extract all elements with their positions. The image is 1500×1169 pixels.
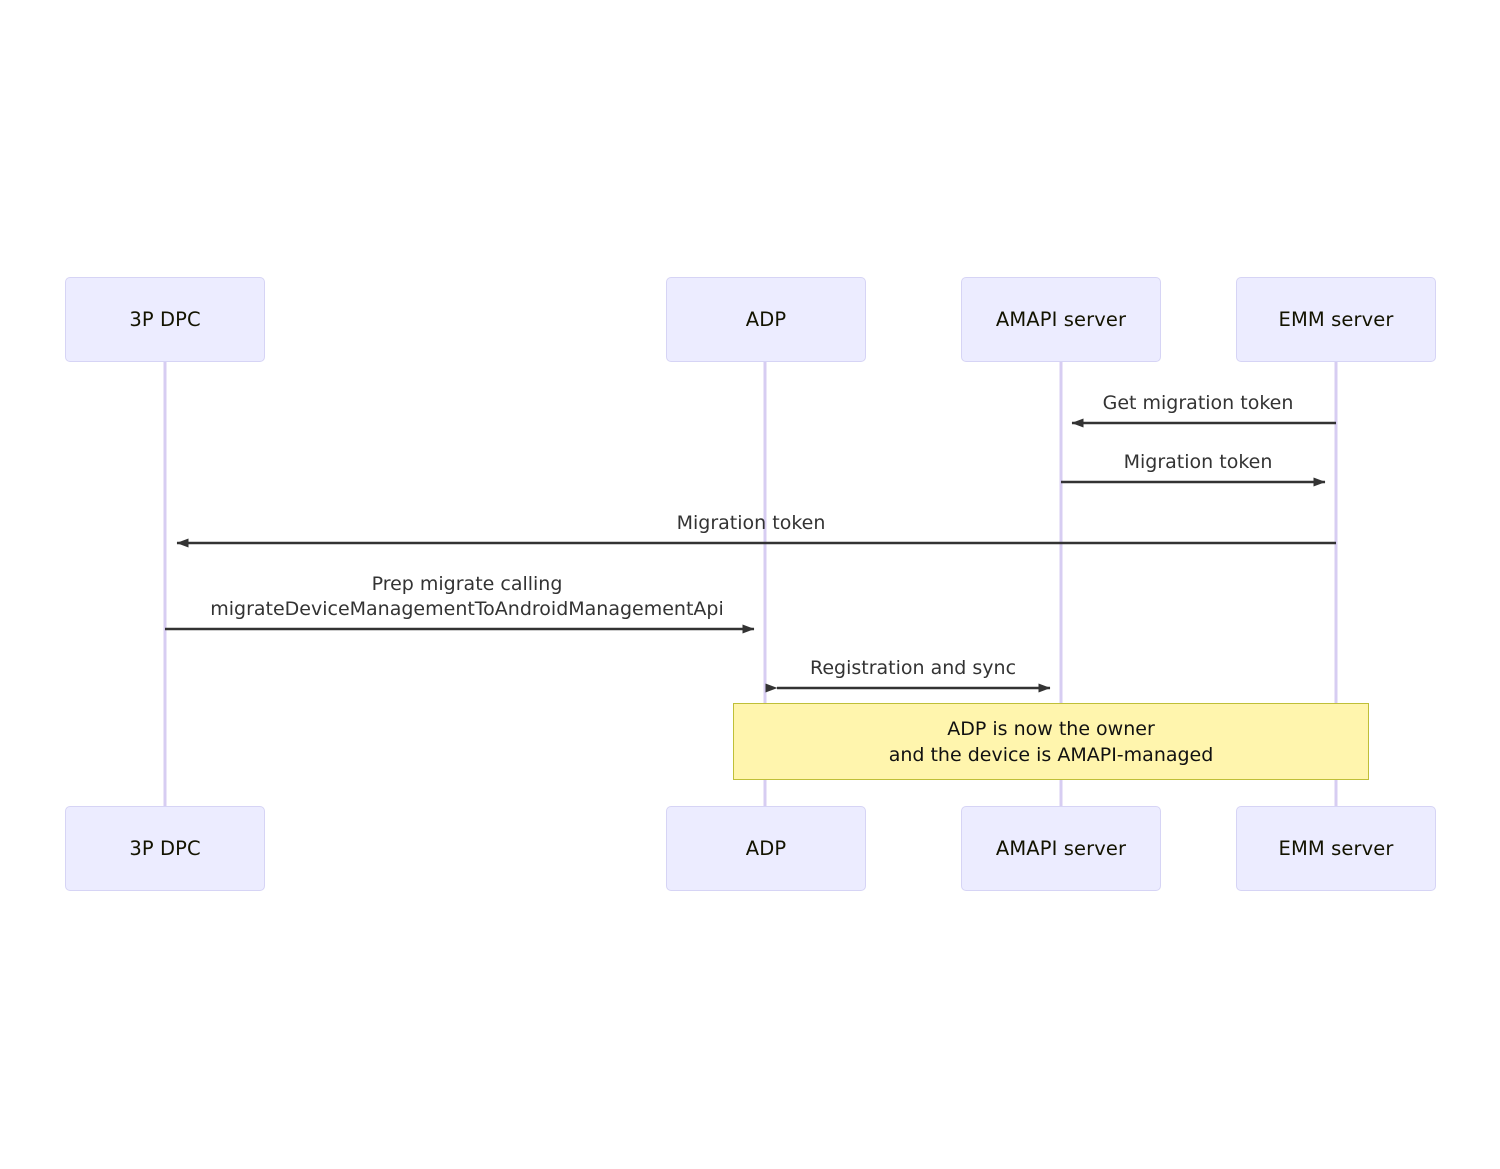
participant-box-dpc-bottom[interactable]: 3P DPC — [65, 806, 265, 891]
message-label-line: Registration and sync — [809, 657, 1017, 679]
participant-box-adp-top[interactable]: ADP — [666, 277, 866, 362]
message-arrows — [165, 418, 1336, 693]
message-label-registration-and-sync: Registration and sync — [810, 656, 1016, 681]
participant-box-amapi-bottom[interactable]: AMAPI server — [961, 806, 1161, 891]
message-label-line: Get migration token — [1102, 392, 1294, 414]
note-adp-owner: ADP is now the owner and the device is A… — [733, 703, 1369, 780]
message-label-migration-token-emm: Migration token — [1124, 450, 1273, 475]
message-label-line: Migration token — [1123, 451, 1273, 473]
participant-label-emm-bottom: EMM server — [1278, 837, 1394, 860]
participant-box-amapi-top[interactable]: AMAPI server — [961, 277, 1161, 362]
message-label-prep-migrate: Prep migrate calling migrateDeviceManage… — [210, 572, 724, 622]
participant-label-emm-top: EMM server — [1278, 308, 1394, 331]
participant-box-adp-bottom[interactable]: ADP — [666, 806, 866, 891]
participant-label-amapi-bottom: AMAPI server — [995, 837, 1127, 860]
note-text: ADP is now the owner and the device is A… — [888, 717, 1214, 766]
participant-label-adp-bottom: ADP — [745, 837, 787, 860]
message-label-line: Migration token — [676, 512, 826, 534]
participant-box-emm-top[interactable]: EMM server — [1236, 277, 1436, 362]
participant-label-dpc-bottom: 3P DPC — [129, 837, 201, 860]
message-label-migration-token-dpc: Migration token — [677, 511, 826, 536]
participant-label-amapi-top: AMAPI server — [995, 308, 1127, 331]
participant-label-adp-top: ADP — [745, 308, 787, 331]
participant-box-dpc-top[interactable]: 3P DPC — [65, 277, 265, 362]
message-label-line: migrateDeviceManagementToAndroidManageme… — [210, 598, 724, 620]
message-label-line: Prep migrate calling — [371, 573, 563, 595]
message-label-get-migration-token: Get migration token — [1103, 391, 1294, 416]
participant-label-dpc-top: 3P DPC — [129, 308, 201, 331]
participant-box-emm-bottom[interactable]: EMM server — [1236, 806, 1436, 891]
